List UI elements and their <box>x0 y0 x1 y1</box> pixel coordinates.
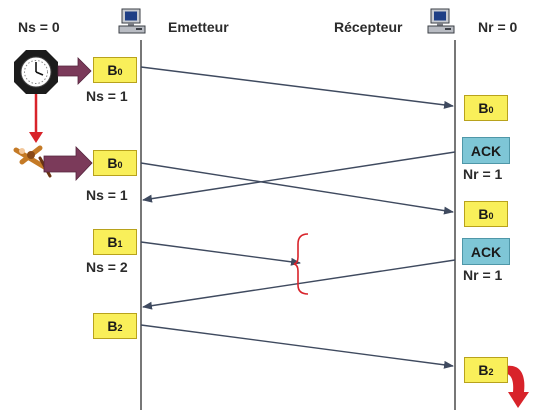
computer-icon <box>427 8 455 34</box>
ns-initial-label: Ns = 0 <box>18 19 60 35</box>
delivery-arrow-icon <box>506 365 529 408</box>
nr-state-label: Nr = 1 <box>463 166 503 182</box>
arrow-b0-send <box>140 66 454 109</box>
emitter-label: Emetteur <box>168 19 229 35</box>
computer-icon <box>118 8 146 34</box>
arrow-ack1 <box>142 151 456 203</box>
loss-bracket-icon <box>293 233 309 295</box>
timer-clock-icon <box>14 50 58 94</box>
nr-state-label: Nr = 1 <box>463 267 503 283</box>
arrow-b1-lost <box>140 241 301 266</box>
ns-state-label: Ns = 2 <box>86 259 128 275</box>
arrow-ack2 <box>142 259 456 310</box>
ack-box: ACK <box>462 137 510 164</box>
nr-initial-label: Nr = 0 <box>478 19 518 35</box>
ns-state-label: Ns = 1 <box>86 88 128 104</box>
ns-state-label: Ns = 1 <box>86 187 128 203</box>
pointer-arrow-icon <box>57 57 92 85</box>
pointer-arrow-icon <box>43 146 93 182</box>
ack-box: ACK <box>462 238 510 265</box>
arrow-b2-send <box>140 324 454 369</box>
arrow-b0-resend <box>140 162 454 215</box>
receiver-label: Récepteur <box>334 19 403 35</box>
